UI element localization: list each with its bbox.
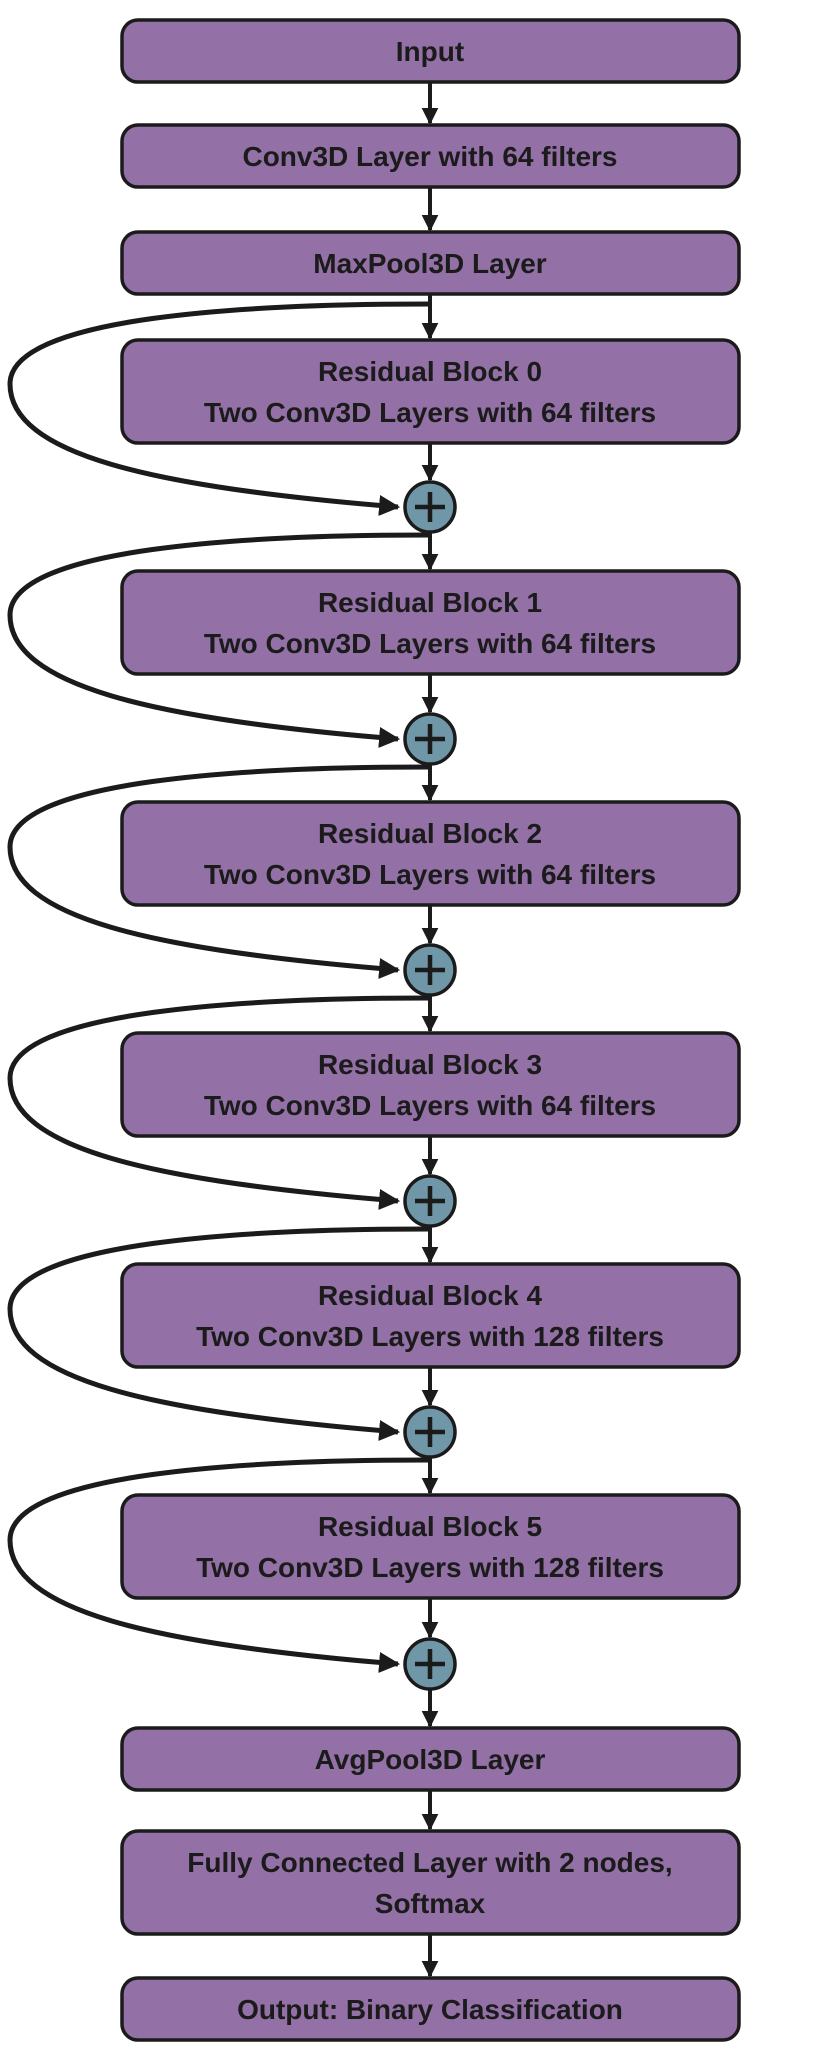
residual-block-4-node: Residual Block 4 Two Conv3D Layers with 1… [120,1262,741,1369]
fully-connected-node: Fully Connected Layer with 2 nodes, Softm… [120,1829,741,1936]
residual-block-0-label-0: Residual Block 0 [318,356,542,387]
residual-block-1-label-0: Residual Block 1 [318,587,542,618]
output-label-0: Output: Binary Classification [237,1994,623,2025]
avgpool3d-label-0: AvgPool3D Layer [315,1744,546,1775]
conv3d-label-0: Conv3D Layer with 64 filters [242,141,617,172]
input-node: Input [120,18,741,84]
skip-connection-5 [7,1457,431,1673]
fully-connected-label-0: Fully Connected Layer with 2 nodes, [187,1847,672,1878]
residual-block-5-label-0: Residual Block 5 [318,1511,542,1542]
input-box [120,18,741,84]
conv3d-box [120,123,741,189]
residual-block-5-node: Residual Block 5 Two Conv3D Layers with 1… [120,1493,741,1600]
avgpool3d-box [120,1726,741,1792]
conv3d-node: Conv3D Layer with 64 filters [120,123,741,189]
residual-block-5-box [120,1493,741,1600]
maxpool3d-box [120,230,741,296]
residual-block-0-label-1: Two Conv3D Layers with 64 filters [204,397,656,428]
residual-block-2-label-1: Two Conv3D Layers with 64 filters [204,859,656,890]
residual-block-2-box [120,800,741,907]
plus-circle-icon [403,712,457,766]
maxpool3d-node: MaxPool3D Layer [120,230,741,296]
residual-block-5-label-1: Two Conv3D Layers with 128 filters [196,1552,664,1583]
plus-circle-icon [403,1174,457,1228]
residual-block-2-node: Residual Block 2 Two Conv3D Layers with 6… [120,800,741,907]
skip-connection-0 [7,301,431,516]
residual-block-0-box [120,338,741,445]
plus-circle-icon [403,1405,457,1459]
output-node: Output: Binary Classification [120,1976,741,2042]
fully-connected-box [120,1829,741,1936]
residual-block-4-label-0: Residual Block 4 [318,1280,543,1311]
residual-block-3-node: Residual Block 3 Two Conv3D Layers with 6… [120,1031,741,1138]
residual-block-3-label-0: Residual Block 3 [318,1049,542,1080]
plus-circle-icon [403,480,457,534]
residual-block-2-label-0: Residual Block 2 [318,818,542,849]
output-box [120,1976,741,2042]
residual-block-1-label-1: Two Conv3D Layers with 64 filters [204,628,656,659]
residual-block-1-node: Residual Block 1 Two Conv3D Layers with 6… [120,569,741,676]
edges-layer [7,82,439,1978]
residual-block-0-node: Residual Block 0 Two Conv3D Layers with 6… [120,338,741,445]
residual-block-4-label-1: Two Conv3D Layers with 128 filters [196,1321,664,1352]
avgpool3d-node: AvgPool3D Layer [120,1726,741,1792]
residual-block-3-label-1: Two Conv3D Layers with 64 filters [204,1090,656,1121]
input-label-0: Input [396,36,464,67]
plus-circle-icon [403,1637,457,1691]
skip-connection-4 [7,1226,431,1441]
skip-connection-1 [7,532,431,748]
residual-block-4-box [120,1262,741,1369]
residual-block-3-box [120,1031,741,1138]
skip-connection-2 [7,764,431,979]
plus-circle-icon [403,943,457,997]
fully-connected-label-1: Softmax [375,1888,486,1919]
residual-block-1-box [120,569,741,676]
skip-connection-3 [7,995,431,1210]
maxpool3d-label-0: MaxPool3D Layer [313,248,547,279]
